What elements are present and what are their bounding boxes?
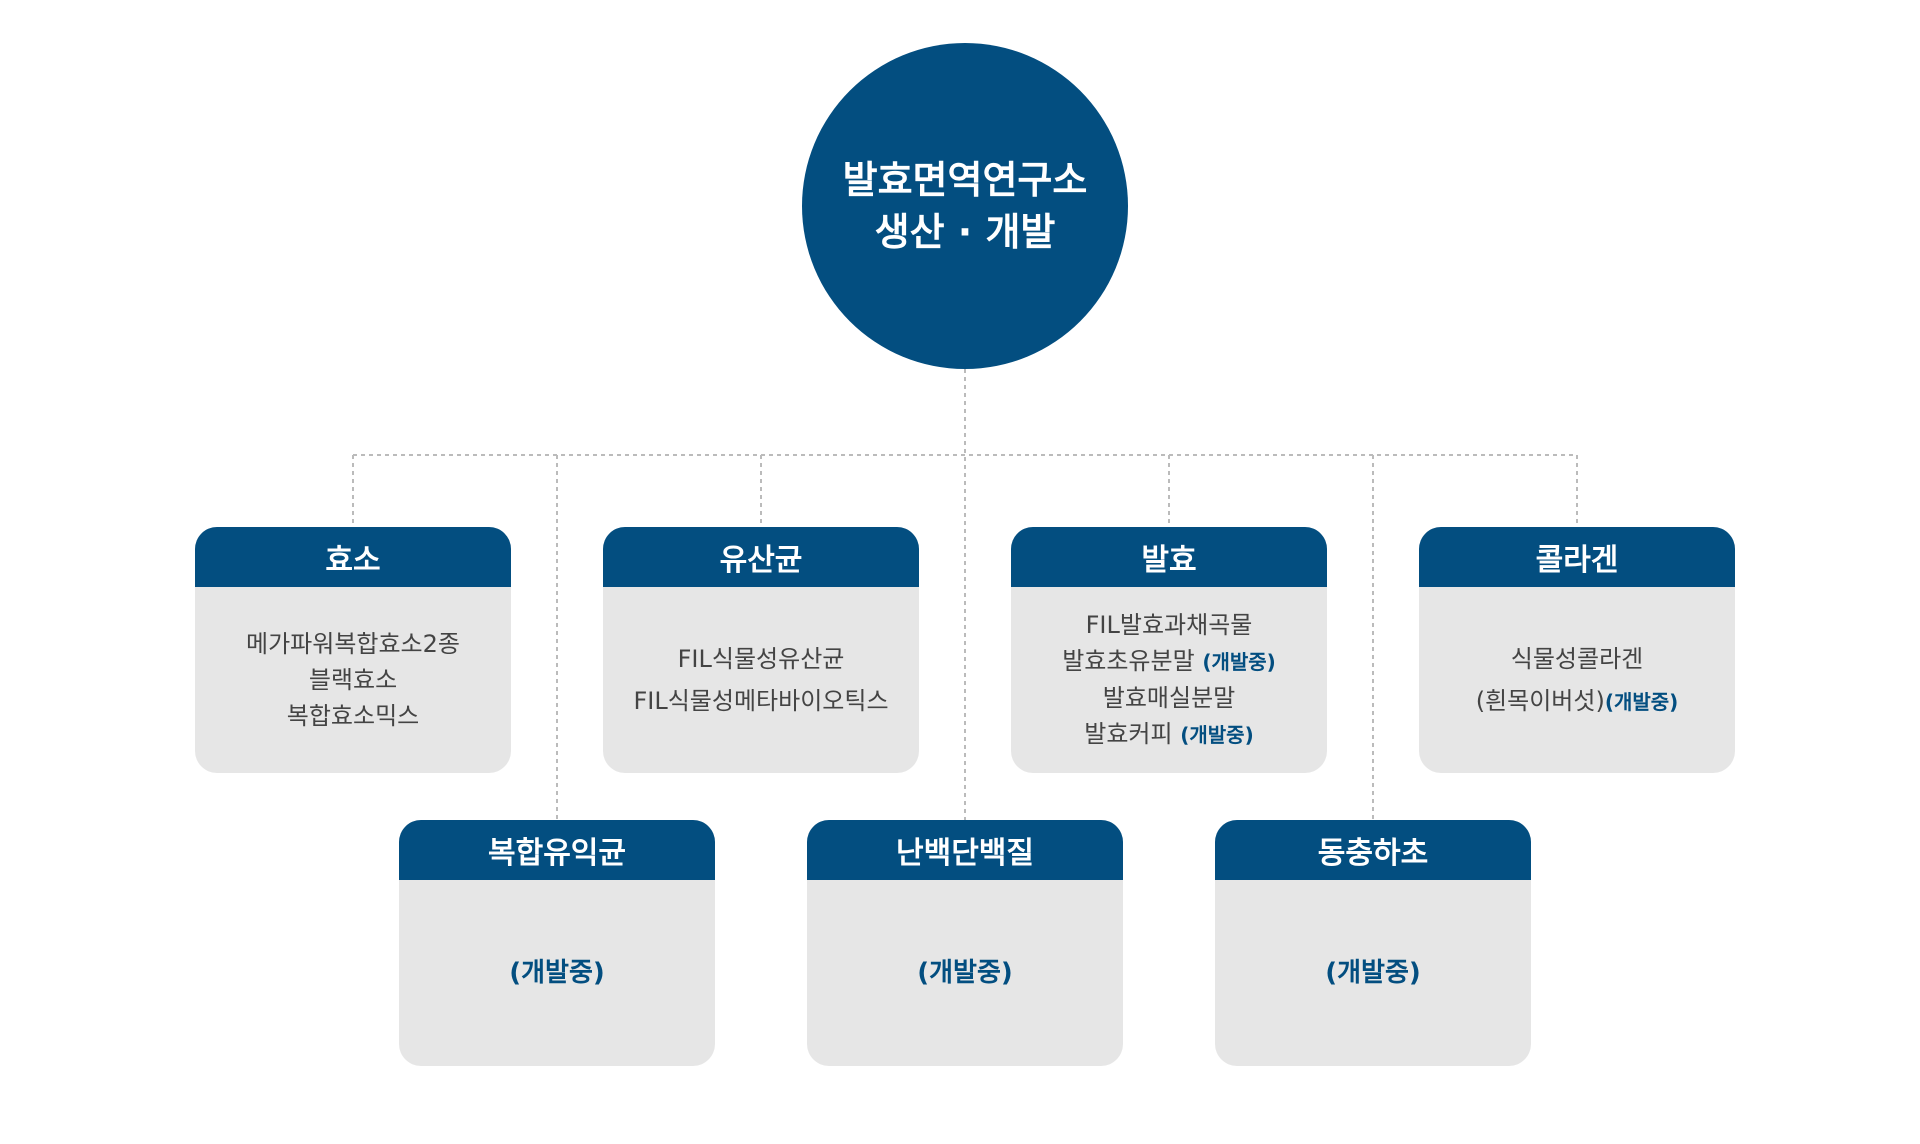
status-text: (개발중) — [509, 958, 605, 988]
root-title: 발효면역연구소 — [842, 158, 1088, 202]
item-label: 발효초유분말 — [1062, 647, 1195, 675]
box-body: (개발중) — [1215, 880, 1531, 1066]
dev-tag: (개발중) — [1202, 650, 1276, 674]
box-collagen: 콜라겐 식물성콜라겐 (흰목이버섯)(개발중) — [1419, 527, 1735, 773]
status-text: (개발중) — [917, 958, 1013, 988]
box-body: 식물성콜라겐 (흰목이버섯)(개발중) — [1419, 587, 1735, 773]
box-body: (개발중) — [399, 880, 715, 1066]
item-label: (흰목이버섯) — [1475, 686, 1605, 715]
root-node: 발효면역연구소 생산 · 개발 — [802, 43, 1128, 369]
list-item: 메가파워복합효소2종 — [246, 630, 460, 658]
box-body: 메가파워복합효소2종 블랙효소 복합효소믹스 — [195, 587, 511, 773]
list-item: 발효매실분말 — [1102, 684, 1236, 712]
list-item: FIL식물성메타바이오틱스 — [633, 687, 889, 715]
root-subtitle: 생산 · 개발 — [874, 210, 1056, 254]
box-title: 동충하초 — [1215, 820, 1531, 880]
list-item: 블랙효소 — [308, 666, 398, 694]
box-egg-white-protein: 난백단백질 (개발중) — [807, 820, 1123, 1066]
box-enzyme: 효소 메가파워복합효소2종 블랙효소 복합효소믹스 — [195, 527, 511, 773]
box-probiotics: 유산균 FIL식물성유산균 FIL식물성메타바이오틱스 — [603, 527, 919, 773]
list-item: 식물성콜라겐 — [1510, 644, 1644, 673]
box-title: 난백단백질 — [807, 820, 1123, 880]
box-fermentation: 발효 FIL발효과채곡물 발효초유분말 (개발중) 발효매실분말 발효커피 (개… — [1011, 527, 1327, 773]
box-body: FIL식물성유산균 FIL식물성메타바이오틱스 — [603, 587, 919, 773]
list-item: 발효초유분말 (개발중) — [1062, 643, 1276, 680]
box-complex-probiotics: 복합유익균 (개발중) — [399, 820, 715, 1066]
list-item: FIL식물성유산균 — [677, 645, 845, 673]
list-item: FIL발효과채곡물 — [1085, 611, 1253, 639]
list-item: 발효커피 (개발중) — [1084, 716, 1253, 753]
dev-tag: (개발중) — [1604, 689, 1679, 714]
box-body: FIL발효과채곡물 발효초유분말 (개발중) 발효매실분말 발효커피 (개발중) — [1011, 587, 1327, 773]
item-label: 발효커피 — [1084, 720, 1173, 748]
status-text: (개발중) — [1325, 958, 1421, 988]
box-cordyceps: 동충하초 (개발중) — [1215, 820, 1531, 1066]
list-item: (흰목이버섯)(개발중) — [1476, 680, 1679, 723]
box-title: 유산균 — [603, 527, 919, 587]
box-title: 효소 — [195, 527, 511, 587]
box-title: 발효 — [1011, 527, 1327, 587]
box-title: 콜라겐 — [1419, 527, 1735, 587]
box-body: (개발중) — [807, 880, 1123, 1066]
list-item: 복합효소믹스 — [286, 702, 420, 730]
box-title: 복합유익균 — [399, 820, 715, 880]
dev-tag: (개발중) — [1180, 723, 1254, 747]
